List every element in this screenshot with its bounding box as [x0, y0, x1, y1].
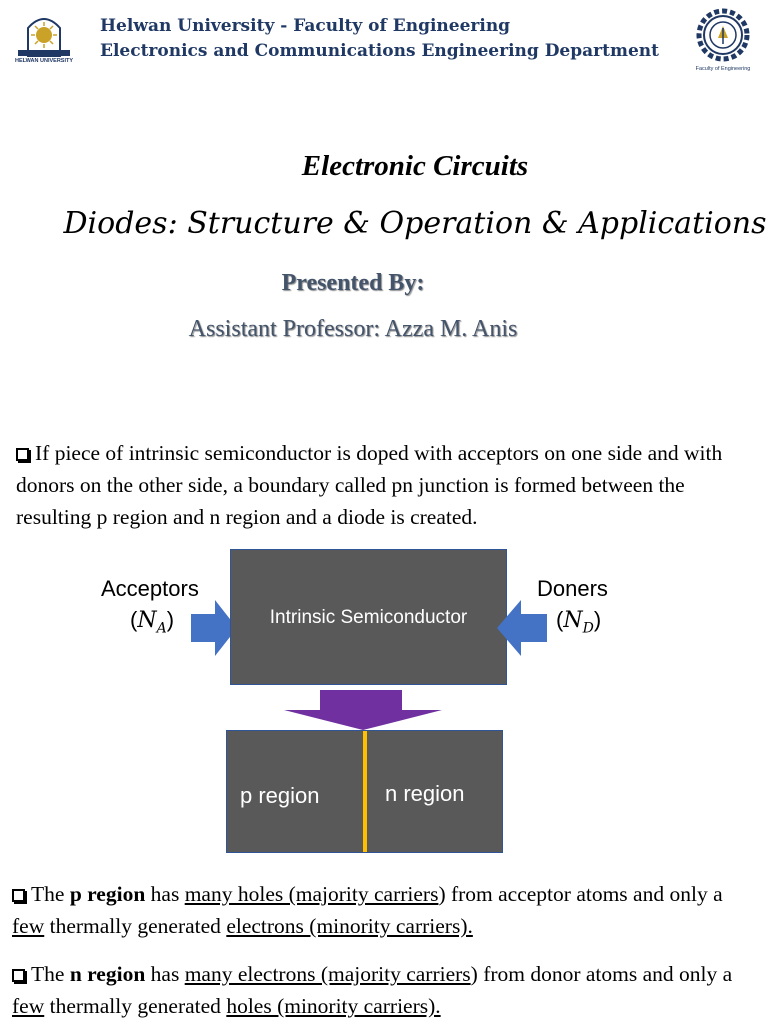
bullet-underlined: many electrons (majority carriers [184, 962, 471, 986]
university-logo-caption: HELWAN UNIVERSITY [14, 58, 74, 64]
university-seal-icon [18, 18, 70, 57]
pn-junction-diagram: Acceptors (NA) Intrinsic Semiconductor D… [0, 540, 768, 860]
gear-emblem-icon [696, 8, 750, 62]
bullet-underlined: few [12, 914, 45, 938]
university-name: Helwan University - Faculty of Engineeri… [100, 16, 511, 36]
bullet-text: has [145, 962, 185, 986]
presenter-name: Assistant Professor: Azza M. Anis [188, 316, 518, 342]
bullet-text: ) from acceptor atoms and only a [438, 882, 723, 906]
department-name: Electronics and Communications Engineeri… [100, 41, 659, 61]
donors-label: Doners [537, 576, 608, 601]
intro-text: If piece of intrinsic semiconductor is d… [16, 441, 723, 529]
acceptors-label: Acceptors [101, 576, 199, 601]
checkbox-bullet-icon [12, 969, 25, 982]
intrinsic-semiconductor-box: Intrinsic Semiconductor [230, 549, 507, 685]
bullet-text: The [31, 962, 70, 986]
intrinsic-label: Intrinsic Semiconductor [269, 607, 468, 628]
topic-subtitle: Diodes: Structure & Operation & Applicat… [63, 206, 767, 241]
bullet-text: has [145, 882, 185, 906]
bullet-underlined: many holes (majority carriers [184, 882, 439, 906]
course-title: Electronic Circuits [301, 150, 529, 182]
acceptors-arrow-icon [191, 600, 237, 656]
checkbox-bullet-icon [12, 889, 25, 902]
bullet-text: ) from donor atoms and only a [470, 962, 733, 986]
bullet-emphasis: p region [69, 882, 146, 906]
bullet-text: thermally generated [44, 914, 227, 938]
n-region-label: n region [385, 781, 465, 806]
checkbox-bullet-icon [16, 448, 29, 461]
p-region-bullet: The p region has many holes (majority ca… [12, 878, 754, 942]
donors-symbol: (ND) [556, 607, 602, 637]
transform-arrow-icon [284, 690, 442, 730]
bullet-underlined: electrons (minority carriers). [226, 914, 473, 938]
bullet-text: thermally generated [44, 994, 227, 1018]
bullet-emphasis: n region [69, 962, 146, 986]
p-region-label: p region [240, 783, 320, 808]
bullet-underlined: holes (minority carriers). [226, 994, 441, 1018]
n-region-bullet: The n region has many electrons (majorit… [12, 958, 754, 1022]
bullet-underlined: few [12, 994, 45, 1018]
junction-line [363, 731, 367, 852]
bullet-text: The [31, 882, 70, 906]
faculty-logo-caption: Faculty of Engineering [695, 66, 751, 72]
intro-paragraph: If piece of intrinsic semiconductor is d… [16, 437, 758, 533]
presented-by-label: Presented By: [281, 270, 425, 296]
acceptors-symbol: (NA) [130, 607, 175, 637]
pn-regions-box: p region n region [226, 730, 503, 853]
donors-arrow-icon [497, 600, 547, 656]
helwan-university-logo: HELWAN UNIVERSITY [14, 8, 74, 70]
faculty-engineering-logo: Faculty of Engineering [694, 6, 752, 76]
